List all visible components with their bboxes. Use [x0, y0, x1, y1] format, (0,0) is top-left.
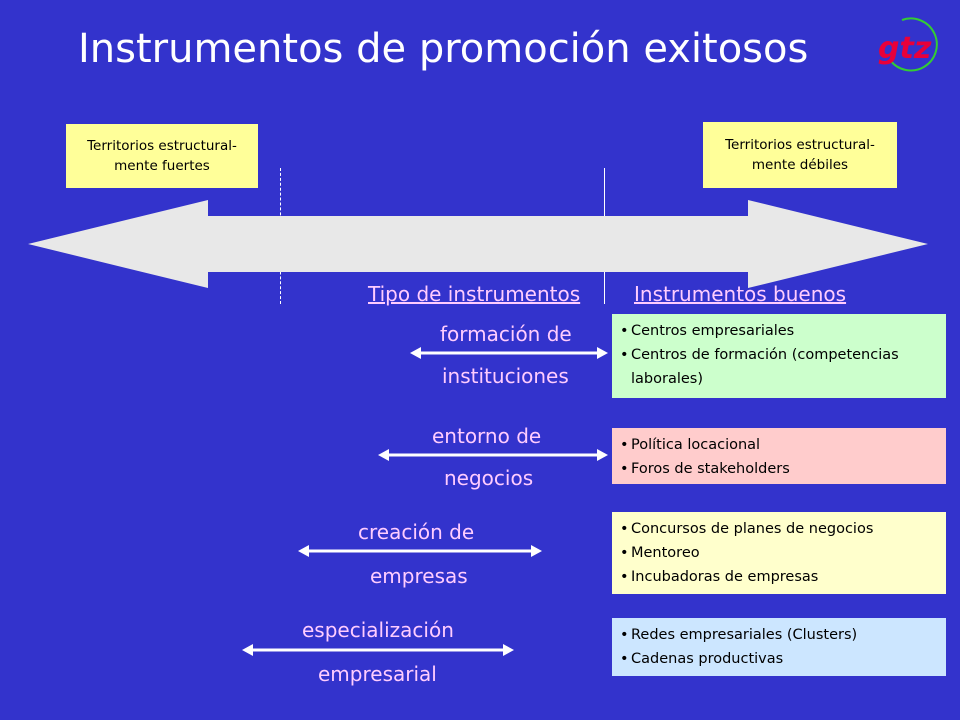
category-3-arrow — [298, 545, 542, 557]
list-item: Centros de formación (competencias labor… — [620, 343, 940, 391]
category-4-line1: especialización — [302, 618, 454, 642]
category-3-line2: empresas — [370, 564, 468, 588]
list-item: Centros empresariales — [620, 319, 940, 343]
list-item: Política locacional — [620, 433, 940, 457]
label-weak-line1: Territorios estructural- — [725, 137, 875, 153]
category-1-line2: instituciones — [442, 364, 569, 388]
instrument-box-4: Redes empresariales (Clusters) Cadenas p… — [612, 618, 946, 676]
category-4-arrow — [242, 644, 514, 656]
gtz-logo: gtz — [878, 17, 938, 72]
instrument-box-2: Política locacional Foros de stakeholder… — [612, 428, 946, 484]
list-item: Foros de stakeholders — [620, 457, 940, 481]
gtz-logo-text: gtz — [878, 31, 932, 66]
list-item: Concursos de planes de negocios — [620, 517, 940, 541]
category-2-line1: entorno de — [432, 424, 542, 448]
instrument-box-3: Concursos de planes de negocios Mentoreo… — [612, 512, 946, 594]
category-2-arrow — [378, 449, 608, 461]
list-item: Mentoreo — [620, 541, 940, 565]
label-strong-line1: Territorios estructural- — [87, 138, 237, 154]
category-2-line2: negocios — [444, 466, 534, 490]
list-item: Cadenas productivas — [620, 647, 940, 671]
page-title: Instrumentos de promoción exitosos — [78, 26, 809, 72]
list-item: Redes empresariales (Clusters) — [620, 623, 940, 647]
label-weak-territories: Territorios estructural- mente débiles — [703, 122, 897, 188]
instrument-box-1: Centros empresariales Centros de formaci… — [612, 314, 946, 398]
label-weak-line2: mente débiles — [751, 157, 849, 173]
list-item: Incubadoras de empresas — [620, 565, 940, 589]
category-3-line1: creación de — [358, 520, 475, 544]
category-1-arrow — [410, 347, 608, 359]
header-good-instruments: Instrumentos buenos — [634, 282, 847, 306]
category-4-line2: empresarial — [318, 662, 437, 686]
spectrum-double-arrow — [28, 200, 928, 288]
category-1-line1: formación de — [440, 322, 572, 346]
label-strong-line2: mente fuertes — [114, 158, 210, 174]
header-instrument-type: Tipo de instrumentos — [368, 282, 581, 306]
label-strong-territories: Territorios estructural- mente fuertes — [66, 124, 258, 188]
